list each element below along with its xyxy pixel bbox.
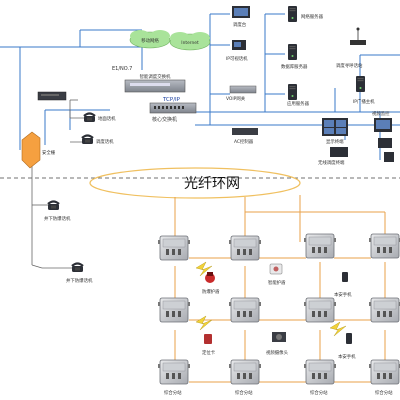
monitor-screens: 视频监控 bbox=[372, 110, 394, 162]
safety-barrier: 安全栅 bbox=[21, 131, 56, 169]
rack-server-left bbox=[37, 91, 67, 101]
fiber-ring: 光纤环网 bbox=[89, 167, 301, 199]
dispatch-phone-icon bbox=[80, 134, 95, 146]
field-device-label: 智能护盾 bbox=[268, 279, 286, 286]
dispatch-desk-label: 调度台 bbox=[233, 21, 247, 28]
safety-barrier-label: 安全栅 bbox=[42, 149, 56, 156]
server-label-0: 网络服务器 bbox=[301, 13, 324, 20]
server-icon bbox=[288, 44, 297, 60]
field-station-box bbox=[368, 297, 400, 323]
red-alarm-device: 防爆护盾 bbox=[202, 272, 220, 295]
mobile-cloud-label: 移动网络 bbox=[141, 37, 159, 44]
monitor-wall-label: 显示终端 bbox=[326, 138, 344, 145]
field-station-box bbox=[303, 359, 337, 385]
server-label-1: 数据库服务器 bbox=[281, 63, 308, 70]
smart-device: 智能护盾 bbox=[268, 263, 286, 286]
field-station-box bbox=[157, 359, 191, 385]
ring-title: 光纤环网 bbox=[184, 176, 240, 192]
phone-server-label: 智能调度交换机 bbox=[140, 73, 171, 80]
internet-cloud: Internet bbox=[169, 32, 211, 51]
explosion-proof-phone-icon bbox=[70, 262, 85, 274]
field-device-label: 防爆护盾 bbox=[202, 288, 220, 295]
field-station-box bbox=[157, 235, 191, 261]
lightning-icon bbox=[195, 261, 213, 277]
e1-label: E1/NO.7 bbox=[112, 66, 132, 72]
ip-phone: IP可视话机 bbox=[226, 40, 248, 62]
field-box-label: 综合分站 bbox=[235, 389, 253, 396]
locator-card: 定位卡 bbox=[202, 334, 216, 356]
field-box-label: 综合分站 bbox=[164, 389, 182, 396]
monitor-wall: 显示终端 bbox=[322, 118, 348, 145]
field-device-label: 视频摄像头 bbox=[266, 349, 289, 356]
ac-controller-label: AC控制器 bbox=[234, 138, 254, 145]
field-device-label: 本安手机 bbox=[334, 291, 352, 298]
field-box-label: 综合分站 bbox=[375, 389, 393, 396]
voip-gateway-label: VOIP网关 bbox=[226, 95, 246, 102]
handset-device: 本安手机 bbox=[334, 272, 352, 298]
field-device-label: 定位卡 bbox=[202, 349, 216, 356]
server-icon bbox=[288, 6, 297, 22]
station-phone-icon bbox=[82, 112, 97, 124]
ring-drop-lines bbox=[174, 195, 386, 383]
ip-phone-label: IP可视话机 bbox=[226, 55, 248, 62]
mobile-network-cloud: 移动网络 bbox=[129, 30, 171, 49]
field-station-box bbox=[368, 233, 400, 259]
left-phone-1-label: 井下防爆话机 bbox=[44, 215, 71, 222]
field-station-box bbox=[368, 359, 400, 385]
core-switch: 核心交换机 bbox=[149, 102, 197, 123]
broadcast-host-label: IP广播主机 bbox=[353, 98, 375, 105]
station-phone-label: 地面话机 bbox=[98, 115, 116, 122]
lightning-icon bbox=[329, 321, 347, 337]
broadcast-station-label: 调度寻呼话站 bbox=[336, 62, 363, 69]
ac-controller: AC控制器 bbox=[232, 128, 258, 145]
dispatch-terminal: 无线调度终端 bbox=[318, 147, 348, 166]
broadcast-microphone: 调度寻呼话站 bbox=[336, 27, 366, 69]
broadcast-host-icon bbox=[356, 76, 365, 92]
field-box-label: 综合分站 bbox=[310, 389, 328, 396]
lightning-icon bbox=[195, 315, 213, 331]
monitor-label: 视频监控 bbox=[372, 110, 390, 117]
dispatch-phone-label: 调度话机 bbox=[96, 138, 114, 145]
telephone-lines bbox=[31, 99, 90, 269]
field-station-box bbox=[228, 359, 262, 385]
core-switch-label: 核心交换机 bbox=[152, 116, 177, 123]
phone-server: 智能调度交换机 bbox=[124, 73, 186, 93]
field-device-label: 本安手机 bbox=[338, 353, 356, 360]
left-phone-2-label: 井下防爆话机 bbox=[66, 277, 93, 284]
explosion-proof-phone-icon bbox=[46, 200, 61, 212]
field-station-box bbox=[303, 233, 337, 259]
handset-device: 本安手机 bbox=[338, 333, 356, 360]
core-links bbox=[0, 13, 400, 160]
server-label-2: 应用服务器 bbox=[287, 100, 310, 107]
field-station-box bbox=[228, 297, 262, 323]
server-icon bbox=[288, 84, 297, 100]
dispatch-terminal-label: 无线调度终端 bbox=[318, 159, 345, 166]
field-station-box bbox=[303, 297, 337, 323]
dispatch-desk: 调度台 bbox=[232, 6, 250, 28]
field-station-box bbox=[228, 235, 262, 261]
camera-device: 视频摄像头 bbox=[266, 332, 289, 356]
tcpip-label: TCP/IP bbox=[162, 97, 181, 103]
field-station-box bbox=[157, 297, 191, 323]
voip-gateway: VOIP网关 bbox=[226, 85, 257, 102]
internet-cloud-label: Internet bbox=[181, 40, 199, 46]
